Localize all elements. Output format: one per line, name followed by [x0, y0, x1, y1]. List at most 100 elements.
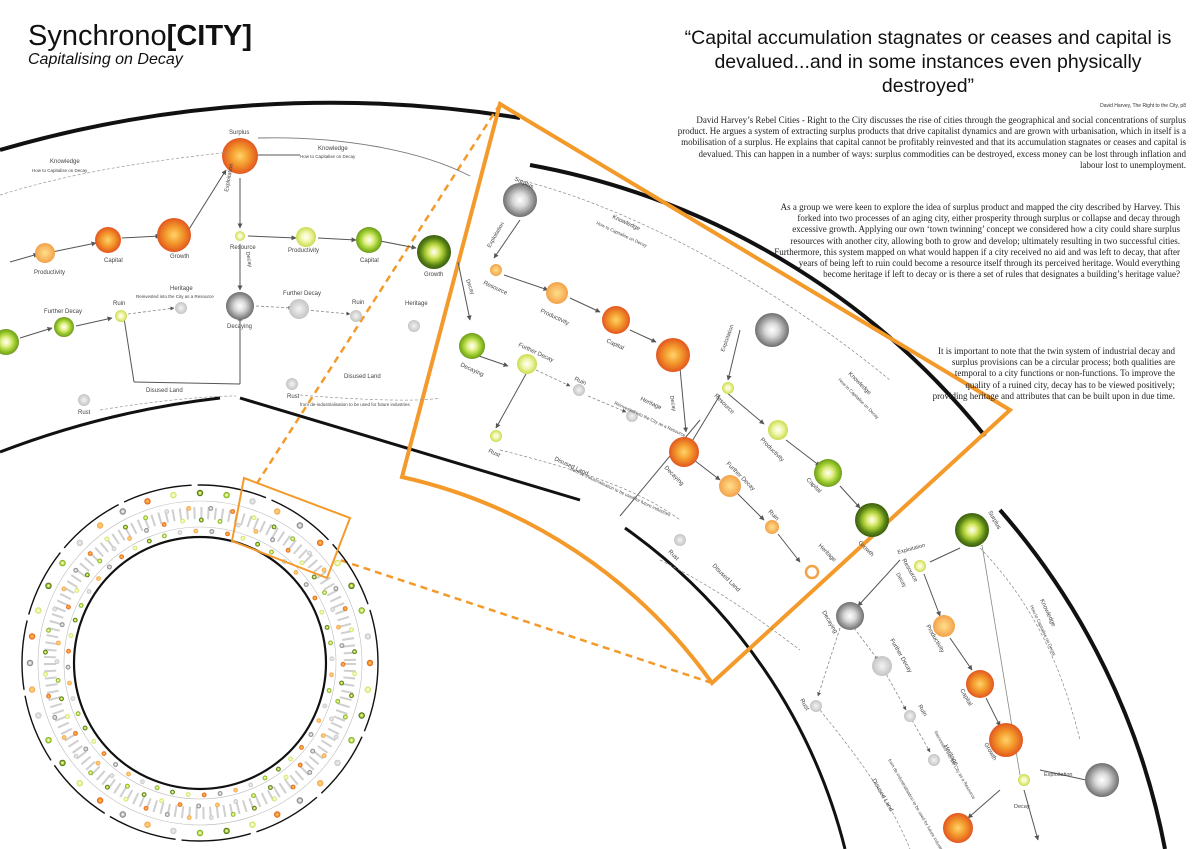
upper-surplus-node: [222, 138, 258, 174]
ring-dot: [70, 696, 76, 701]
ring-dot: [196, 829, 204, 837]
middle-decaying-right-label: Decaying: [663, 465, 685, 487]
ring-dot: [144, 528, 149, 533]
upper-disused-label: Disused Land: [146, 388, 183, 394]
ring-dot: [271, 524, 277, 530]
ring-dot: [233, 799, 239, 804]
upper-heritage-sub: Reinvested into the City as a Resource: [136, 294, 214, 299]
middle-productivity-right-label: Productivity: [759, 437, 785, 463]
ring-dot: [317, 780, 324, 787]
ring-dot: [321, 567, 327, 573]
ring-zoom-frame: [230, 476, 352, 580]
ring-dot: [125, 783, 130, 789]
ring-dot: [119, 508, 127, 515]
ring-dot: [296, 797, 304, 804]
ring-dot: [170, 827, 177, 835]
ring-dot: [95, 760, 101, 766]
ring-dot: [132, 545, 138, 551]
upper-band-inner-arc: [0, 396, 221, 454]
ring-dot: [333, 586, 339, 591]
upper-resource-node: [235, 231, 245, 241]
ring-dot: [65, 714, 70, 719]
ring-dot: [161, 522, 167, 527]
middle-productivity-right-node: [768, 420, 788, 440]
ring-dot: [312, 595, 318, 601]
ring-dot: [56, 640, 61, 646]
upper-decaying-left-node: [0, 329, 19, 355]
ring-dot: [113, 762, 118, 767]
middle-resource-node: [490, 264, 502, 276]
middle-capital-right-node: [814, 459, 842, 487]
ring-dot: [320, 733, 326, 738]
middle-growth-node: [656, 338, 690, 372]
upper-knowledge-left-label: Knowledge: [50, 159, 80, 165]
ring-dot: [123, 524, 128, 530]
lower-exploitation-right-label: Exploitation: [1044, 772, 1072, 778]
ring-dot: [348, 737, 355, 744]
upper-band: Surplus Productivity Capital Growth Reso…: [0, 130, 472, 416]
ring-dot: [78, 603, 84, 608]
upper-decaying-right-node: [226, 292, 254, 320]
ring-dot: [366, 659, 374, 667]
ring-dot: [342, 714, 348, 720]
middle-rust-right-node: [674, 534, 686, 546]
ring-dot: [177, 530, 183, 535]
middle-ruin-right-node: [765, 520, 779, 534]
ring-dot: [196, 803, 202, 809]
upper-growth-label: Growth: [170, 254, 189, 260]
essay-paragraph-1: David Harvey’s Rebel Cities - Right to t…: [677, 115, 1186, 170]
ring-dot: [109, 773, 115, 779]
ring-dot: [107, 564, 112, 570]
ring-dot: [240, 535, 246, 541]
ring-dot: [339, 680, 344, 686]
middle-decaying-node: [459, 333, 485, 359]
ring-dot: [198, 517, 204, 523]
ring-dot: [349, 627, 354, 633]
lower-exploitation-label: Exploitation: [897, 543, 926, 556]
lower-surplus-right-node: [1085, 763, 1119, 797]
middle-decaying-right-node: [669, 437, 699, 467]
ring-dot: [104, 536, 110, 542]
ring-dot: [54, 659, 60, 665]
ring-dot: [28, 686, 36, 693]
ring-dot: [349, 693, 354, 699]
ring-dot: [217, 791, 223, 796]
upper-rust-label: Rust: [78, 410, 91, 416]
ring-dot: [35, 712, 42, 719]
ring-dot: [268, 785, 273, 790]
upper-ruin-right-node: [350, 310, 362, 322]
upper-band-arc: [0, 100, 521, 152]
title-bold: [CITY]: [166, 20, 253, 52]
upper-further-decay-right-label: Further Decay: [283, 291, 321, 297]
ring-dot: [66, 604, 71, 610]
ring-dot: [46, 627, 51, 633]
ring-dot: [274, 508, 281, 515]
ring-dot: [74, 588, 80, 593]
ring-dot: [334, 759, 341, 767]
ring-dot: [293, 570, 299, 575]
ring-dot: [170, 491, 177, 499]
upper-rust-right-node: [286, 378, 298, 390]
ring-dot: [248, 782, 254, 788]
lower-band-inner-arc: [624, 526, 847, 849]
lower-growth-node: [989, 723, 1023, 757]
ring-dot: [233, 787, 239, 793]
upper-heritage-right-label: Heritage: [405, 301, 428, 307]
ring-dot: [68, 633, 74, 638]
ring-dot: [307, 550, 312, 556]
lower-productivity-node: [933, 615, 955, 637]
upper-exploitation-label: Exploitation: [224, 163, 235, 192]
ring-dot: [251, 515, 257, 521]
middle-disused-right-label: Disused Land: [711, 563, 741, 593]
middle-ruin-label: Ruin: [573, 376, 587, 387]
ring-dot: [299, 560, 305, 566]
ring-dot: [52, 715, 58, 720]
middle-exploitation-right-label: Exploitation: [720, 324, 735, 353]
ring-dot: [82, 725, 88, 731]
lower-capital-node: [966, 670, 994, 698]
upper-decay-label: Decay: [244, 251, 253, 268]
ring-dot: [272, 796, 277, 802]
upper-disused-right-label: Disused Land: [344, 374, 381, 380]
ring-dot: [339, 643, 345, 648]
ring-dot: [101, 751, 107, 756]
